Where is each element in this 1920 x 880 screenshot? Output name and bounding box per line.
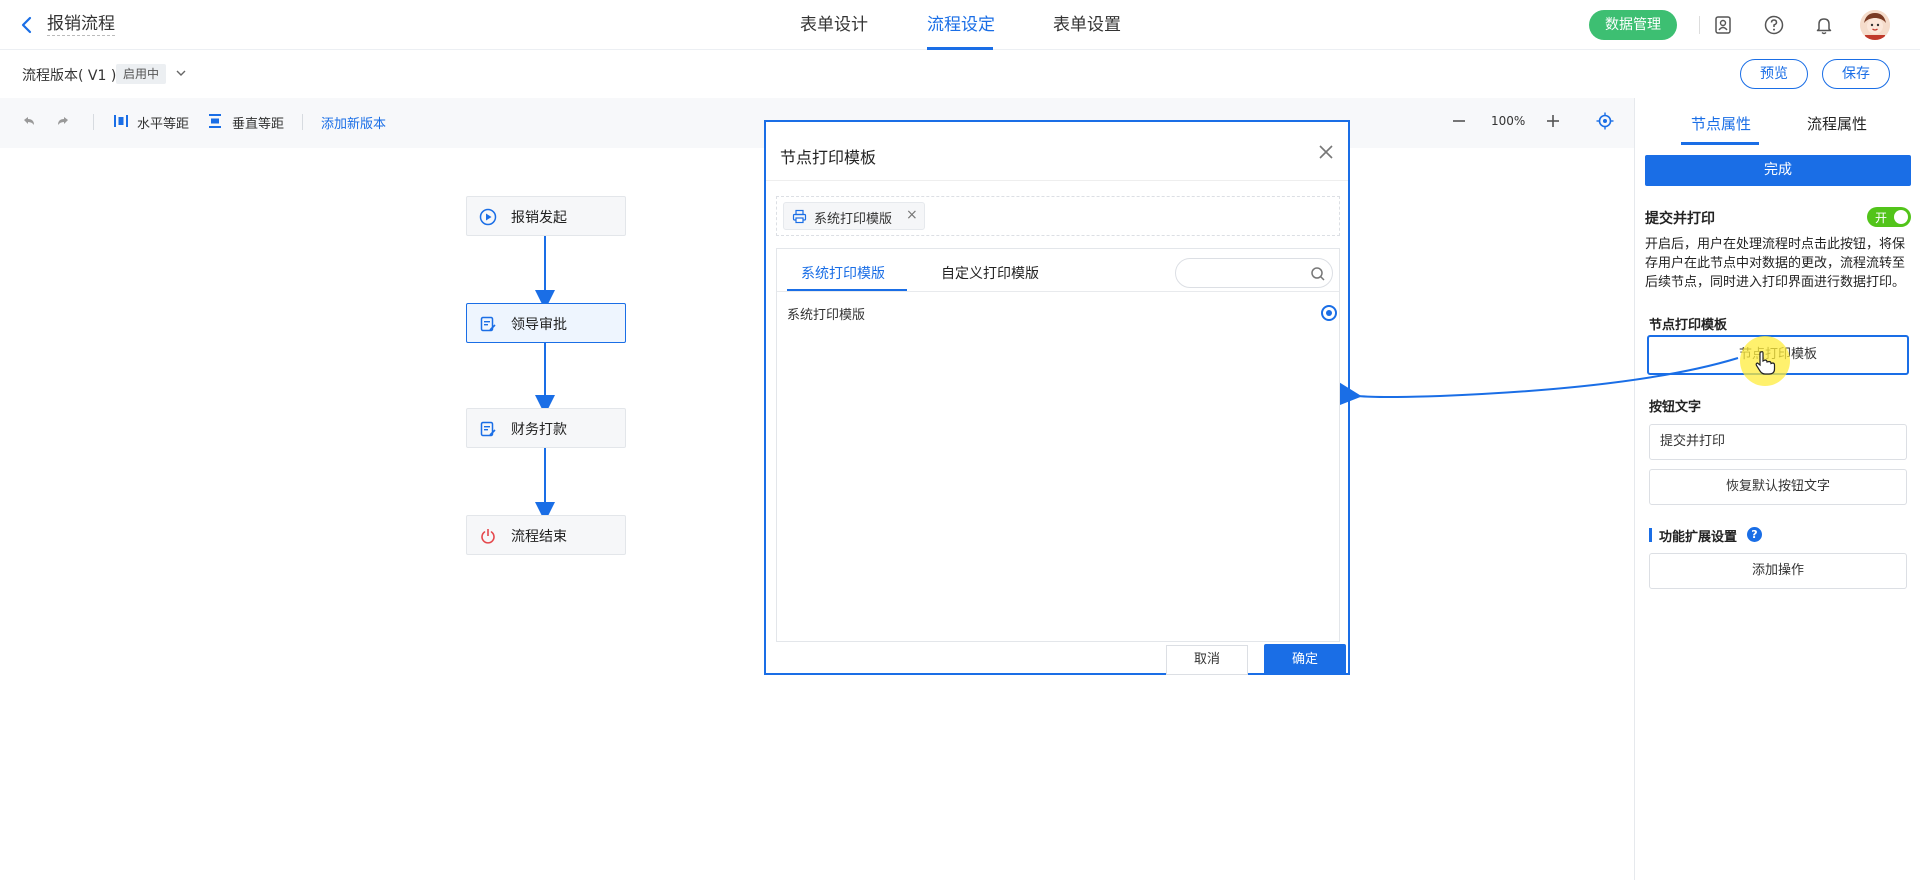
divider [766,180,1348,181]
flow-node-label: 领导审批 [511,317,567,333]
tag-label: 系统打印模版 [814,212,893,227]
tab-flow-properties[interactable]: 流程属性 [1807,115,1868,133]
tab-custom-template[interactable]: 自定义打印模版 [941,266,1039,282]
data-management-button[interactable]: 数据管理 [1589,10,1677,40]
close-icon[interactable] [1318,144,1334,160]
chevron-down-icon[interactable] [175,67,187,79]
search-icon[interactable] [1310,266,1326,282]
restore-default-text-button[interactable]: 恢复默认按钮文字 [1649,469,1907,505]
confirm-button[interactable]: 确定 [1264,644,1346,675]
button-text-heading: 按钮文字 [1649,400,1702,415]
tab-form-settings[interactable]: 表单设置 [1053,15,1121,35]
flow-node-label: 流程结束 [511,529,567,545]
bell-icon[interactable] [1813,14,1835,36]
header-divider [1699,16,1700,34]
tab-system-template[interactable]: 系统打印模版 [801,266,885,282]
toggle-knob [1894,210,1908,224]
template-search-input[interactable] [1175,258,1333,288]
edit-doc-icon [480,316,496,332]
button-text-input[interactable]: 提交并打印 [1649,424,1907,460]
zoom-out-icon[interactable] [1450,112,1468,130]
flow-node-leader-approval[interactable]: 领导审批 [466,303,626,343]
selected-template-tag: 系统打印模版 × [783,202,925,230]
tab-node-properties[interactable]: 节点属性 [1691,115,1752,133]
app-title[interactable]: 报销流程 [47,14,115,36]
undo-icon[interactable] [20,112,38,130]
active-tab-underline [1681,142,1759,145]
avatar[interactable] [1860,10,1890,40]
template-radio[interactable] [1321,305,1337,321]
redo-icon[interactable] [54,112,72,130]
add-version-link[interactable]: 添加新版本 [321,117,387,132]
print-template-dialog: 节点打印模板 系统打印模版 × 系统打印模版 自定义打印模版 系统打印模版 [764,120,1350,675]
selected-tags-area: 系统打印模版 × [776,196,1340,236]
submit-print-description: 开启后，用户在处理流程时点击此按钮，将保存用户在此节点中对数据的更改，流程流转至… [1645,237,1906,290]
tab-flow-setting[interactable]: 流程设定 [927,15,995,35]
flow-node-start[interactable]: 报销发起 [466,196,626,236]
flow-connectors [535,236,555,522]
active-tab-underline [927,47,993,50]
locate-center-icon[interactable] [1596,112,1614,130]
vertical-distribute-icon[interactable] [206,112,224,130]
contacts-icon[interactable] [1712,14,1734,36]
vertical-distribute-label[interactable]: 垂直等距 [232,117,285,132]
tab-form-design[interactable]: 表单设计 [800,15,868,35]
help-icon[interactable]: ? [1747,527,1762,542]
back-arrow-icon[interactable] [20,14,34,36]
save-button[interactable]: 保存 [1822,59,1890,89]
zoom-level: 100% [1491,114,1526,128]
done-button[interactable]: 完成 [1645,155,1911,186]
avatar-illustration-icon [1860,10,1890,40]
preview-button[interactable]: 预览 [1740,59,1808,89]
help-icon[interactable] [1763,14,1785,36]
edit-doc-icon [480,421,496,437]
flow-node-finance-payment[interactable]: 财务打款 [466,408,626,448]
extension-heading: 功能扩展设置 [1659,530,1738,545]
template-list-panel: 系统打印模版 自定义打印模版 系统打印模版 [776,248,1340,642]
annotation-arrow [1340,357,1739,407]
section-accent-bar [1649,528,1652,542]
active-tab-underline [787,289,907,291]
toolbar-divider [93,114,94,130]
top-header: 报销流程 表单设计 流程设定 表单设置 数据管理 [0,0,1920,50]
horizontal-distribute-label[interactable]: 水平等距 [137,117,190,132]
submit-print-toggle[interactable]: 开 [1867,207,1911,227]
node-properties-panel: 节点属性 流程属性 完成 提交并打印 开 开启后，用户在处理流程时点击此按钮，将… [1634,98,1920,880]
printer-icon [792,209,807,224]
hand-cursor-icon [1755,351,1776,375]
submit-print-heading: 提交并打印 [1645,211,1715,227]
zoom-in-icon[interactable] [1544,112,1562,130]
template-heading: 节点打印模板 [1649,318,1728,333]
version-status-badge: 启用中 [116,64,167,84]
cancel-button[interactable]: 取消 [1166,645,1248,675]
toggle-label: 开 [1875,211,1888,225]
dialog-title: 节点打印模板 [780,148,877,167]
remove-tag-icon[interactable]: × [906,207,918,223]
horizontal-distribute-icon[interactable] [112,112,130,130]
flow-node-end[interactable]: 流程结束 [466,515,626,555]
tab-divider [777,291,1339,292]
power-icon [481,529,495,544]
flow-node-label: 报销发起 [511,210,567,226]
play-icon [479,208,497,226]
template-list-item[interactable]: 系统打印模版 [787,308,866,323]
version-label[interactable]: 流程版本( V1 ) [22,68,117,84]
radio-selected-dot [1326,310,1332,316]
flow-node-label: 财务打款 [511,422,567,438]
add-action-button[interactable]: 添加操作 [1649,553,1907,589]
toolbar-divider [302,114,303,130]
